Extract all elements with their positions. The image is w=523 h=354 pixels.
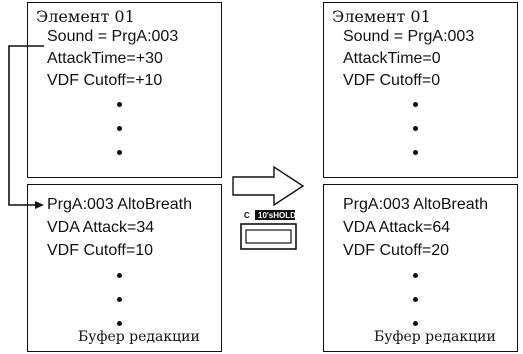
dot <box>116 297 122 302</box>
vdf-cutoff-line: VDF Cutoff=+10 <box>47 72 163 89</box>
element-title: Элемент 01 <box>36 7 135 26</box>
dot <box>116 102 122 107</box>
vdf-cutoff-line: VDF Cutoff=20 <box>343 242 449 259</box>
dot <box>116 321 122 326</box>
sound-line: Sound = PrgA:003 <box>47 28 179 45</box>
hold-label-text: 10'sHOLD <box>258 211 296 220</box>
copy-connector-arrow <box>8 45 44 209</box>
edit-buffer-label: Буфер редакции <box>374 329 496 345</box>
before-element-panel: Элемент 01 Sound = PrgA:003 AttackTime=+… <box>27 2 222 178</box>
tens-hold-label: C 10'sHOLD <box>244 210 296 220</box>
edit-buffer-label: Буфер редакции <box>78 329 200 345</box>
dot <box>116 126 122 131</box>
dot <box>116 273 122 278</box>
sound-line: Sound = PrgA:003 <box>343 28 475 45</box>
transition-arrow-icon <box>232 165 305 207</box>
vda-attack-line: VDA Attack=34 <box>47 219 155 236</box>
before-edit-buffer-panel: PrgA:003 AltoBreath VDA Attack=34 VDF Cu… <box>27 184 222 352</box>
dot <box>412 297 418 302</box>
continuation-dots <box>113 102 125 174</box>
tens-hold-button[interactable] <box>240 223 297 250</box>
vda-attack-line: VDA Attack=64 <box>343 219 451 236</box>
dot <box>412 102 418 107</box>
continuation-dots <box>409 273 421 345</box>
continuation-dots <box>113 273 125 345</box>
vdf-cutoff-line: VDF Cutoff=0 <box>343 72 441 89</box>
attack-time-line: AttackTime=+30 <box>47 50 163 67</box>
vdf-cutoff-line: VDF Cutoff=10 <box>47 242 153 259</box>
dot <box>412 150 418 155</box>
program-line: PrgA:003 AltoBreath <box>47 196 192 213</box>
hold-prefix: C <box>244 211 250 220</box>
dot <box>412 126 418 131</box>
attack-time-line: AttackTime=0 <box>343 50 441 67</box>
after-element-panel: Элемент 01 Sound = PrgA:003 AttackTime=0… <box>323 2 518 178</box>
after-edit-buffer-panel: PrgA:003 AltoBreath VDA Attack=64 VDF Cu… <box>323 184 518 352</box>
continuation-dots <box>409 102 421 174</box>
dot <box>412 273 418 278</box>
element-title: Элемент 01 <box>332 7 431 26</box>
dot <box>412 321 418 326</box>
dot <box>116 150 122 155</box>
program-line: PrgA:003 AltoBreath <box>343 196 488 213</box>
